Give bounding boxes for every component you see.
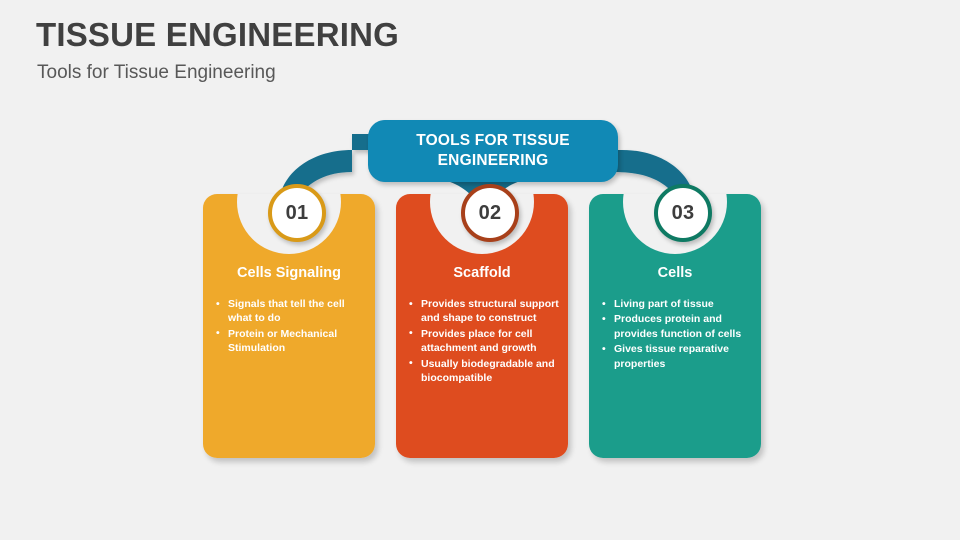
pillar-card-scaffold[interactable]: Scaffold Provides structural support and… [396, 194, 568, 458]
card-title: Cells Signaling [237, 265, 341, 281]
page-subtitle: Tools for Tissue Engineering [37, 62, 276, 83]
card-bullet-list: Signals that tell the cell what to do Pr… [215, 297, 367, 357]
list-item: Protein or Mechanical Stimulation [215, 326, 367, 356]
list-item: Provides place for cell attachment and g… [408, 326, 560, 356]
list-item: Provides structural support and shape to… [408, 297, 560, 326]
list-item: Gives tissue reparative properties [601, 342, 753, 371]
center-banner-label: TOOLS FOR TISSUE ENGINEERING [416, 132, 570, 169]
pillar-card-cells-signaling[interactable]: Cells Signaling Signals that tell the ce… [203, 194, 375, 458]
list-item: Produces protein and provides function o… [601, 312, 753, 341]
list-item: Usually biodegradable and biocompatible [408, 356, 560, 386]
card-title: Cells [657, 265, 693, 281]
step-badge-number: 02 [478, 201, 502, 224]
card-title: Scaffold [453, 265, 511, 281]
page-title: TISSUE ENGINEERING [36, 16, 399, 53]
step-badge-02[interactable]: 02 [461, 184, 519, 242]
center-banner[interactable]: TOOLS FOR TISSUE ENGINEERING [368, 120, 618, 182]
card-bullet-list: Provides structural support and shape to… [408, 297, 560, 387]
step-badge-number: 03 [671, 201, 695, 224]
step-badge-number: 01 [285, 201, 309, 224]
step-badge-03[interactable]: 03 [654, 184, 712, 242]
card-bullet-list: Living part of tissue Produces protein a… [601, 296, 753, 372]
list-item: Signals that tell the cell what to do [215, 297, 367, 326]
step-badge-01[interactable]: 01 [268, 184, 326, 242]
list-item: Living part of tissue [601, 296, 753, 311]
